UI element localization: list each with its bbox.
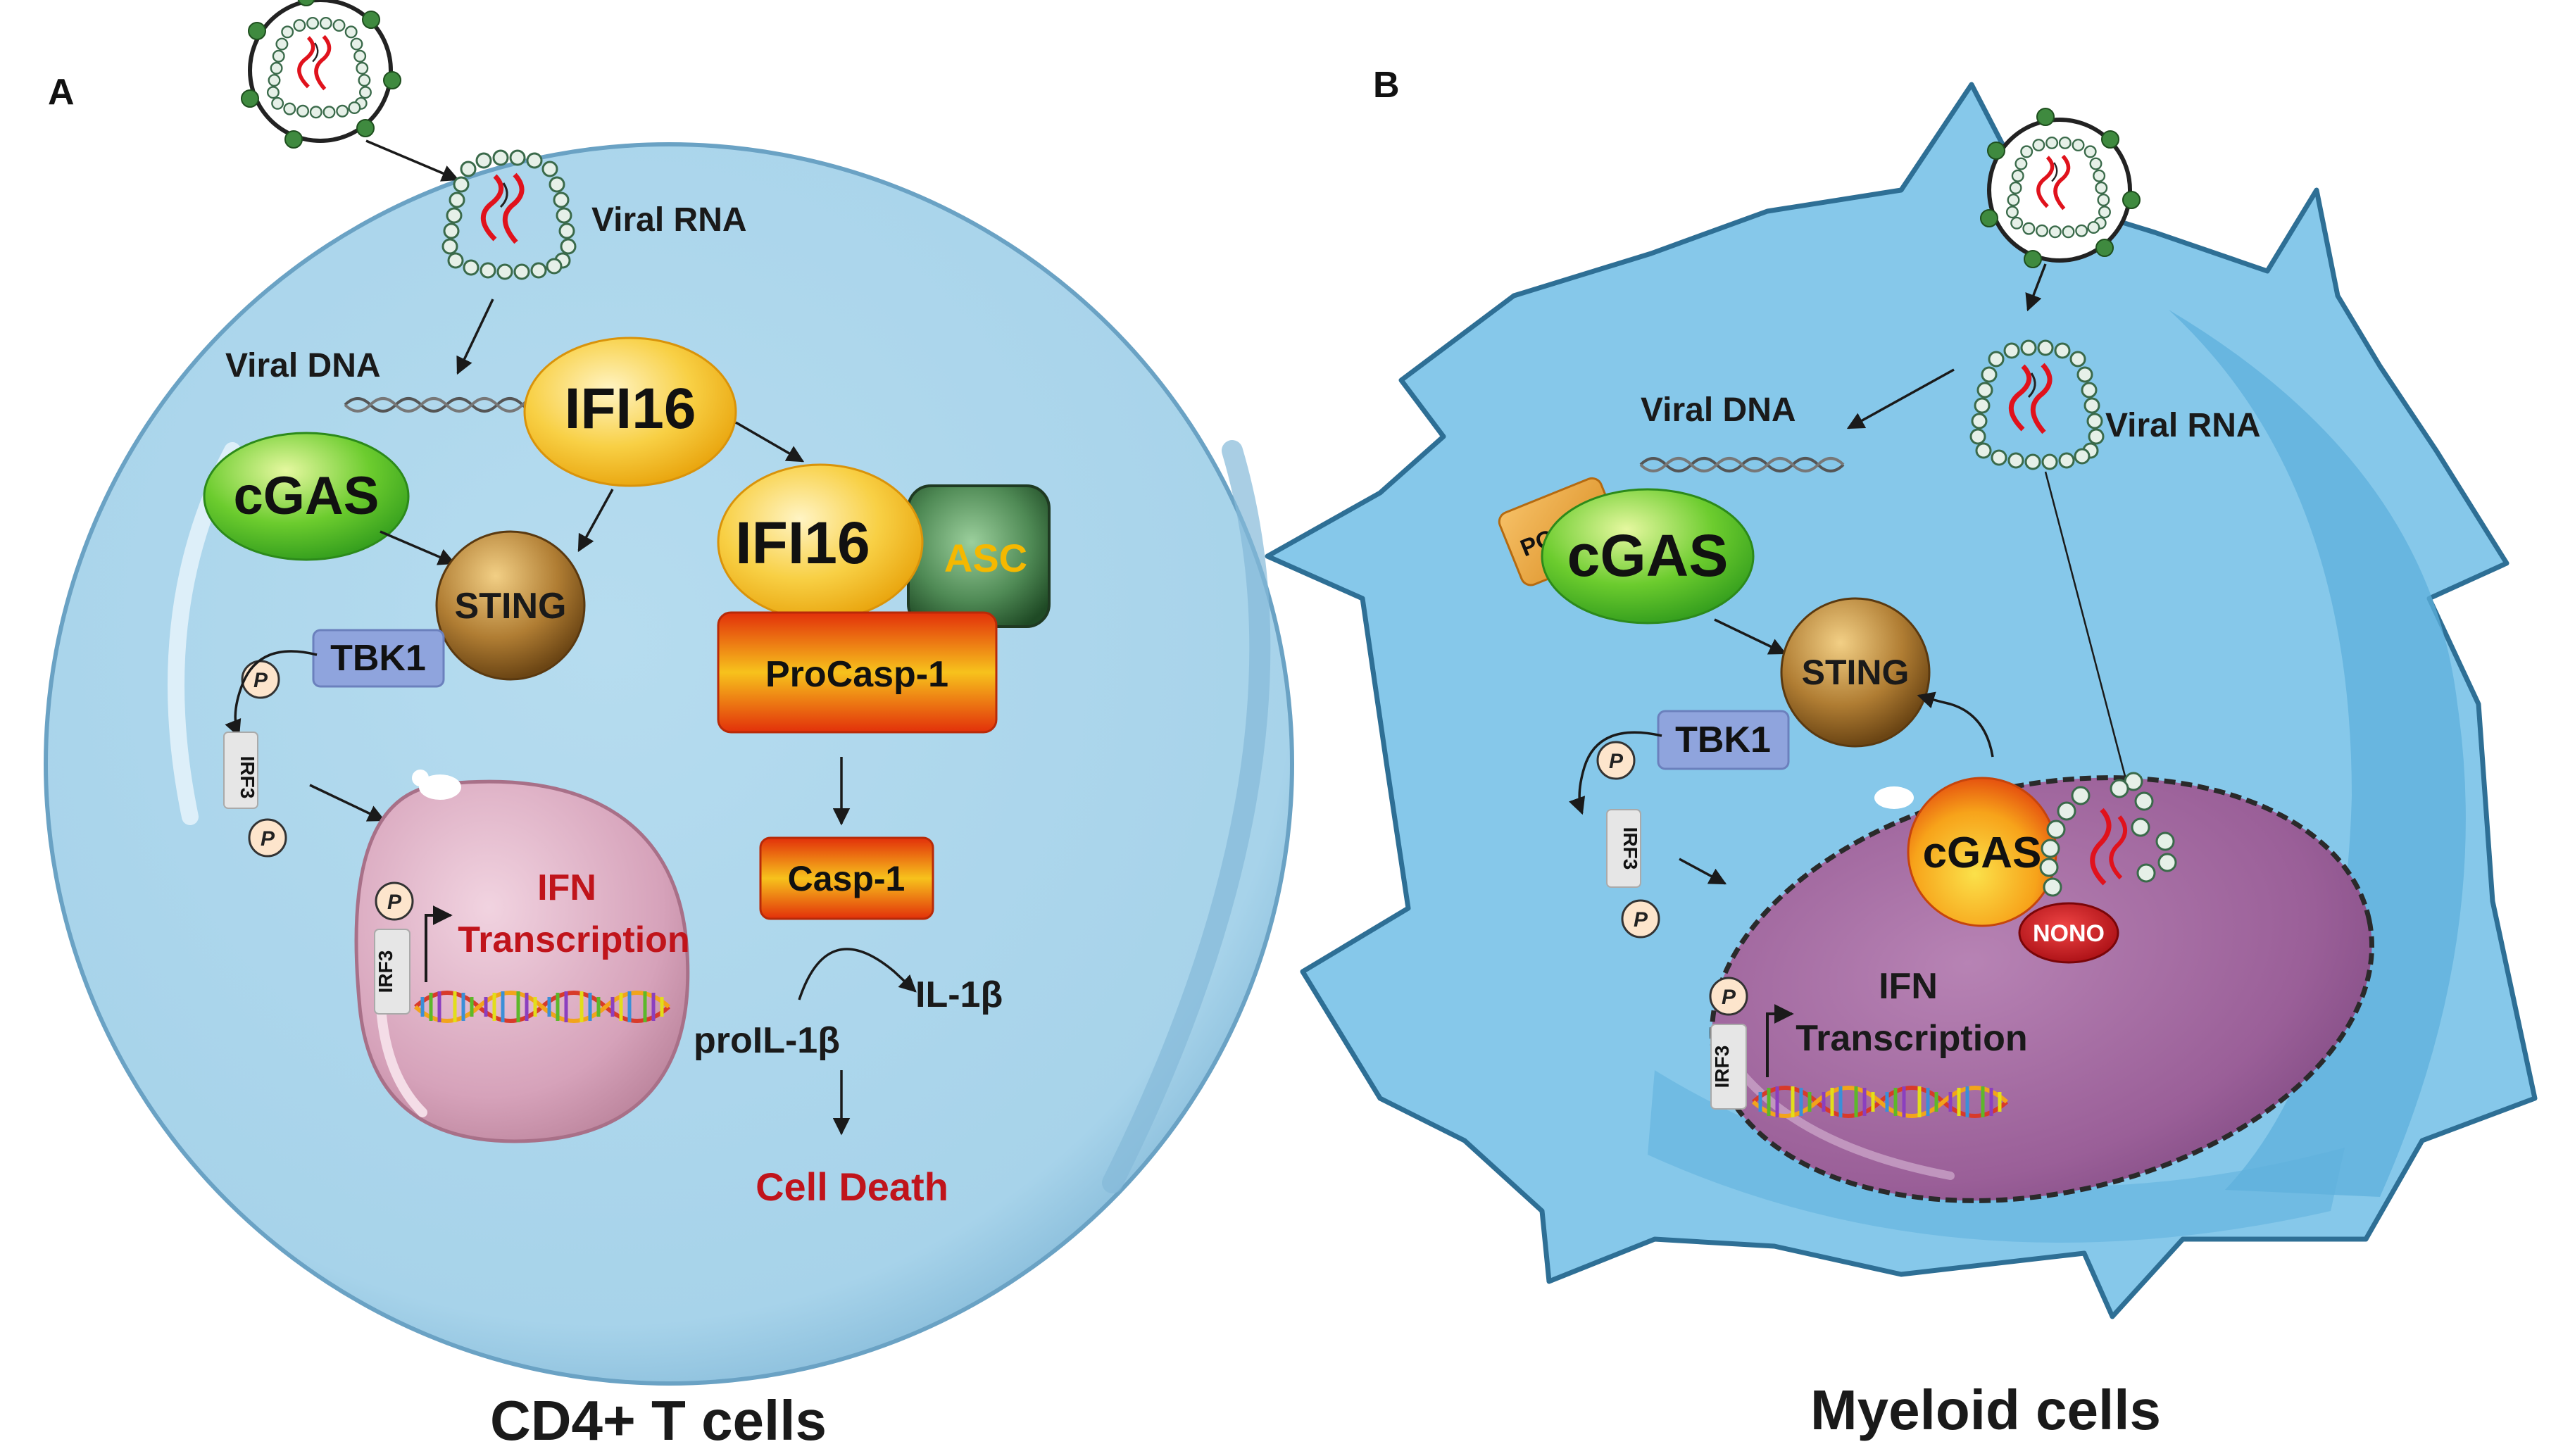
- arrow-cgas-to-sting-b: [1714, 618, 1787, 655]
- nuclear-capsid-icon: [2039, 772, 2177, 897]
- ifi16-sensor: [523, 337, 737, 487]
- t-cell-nucleus: [354, 779, 690, 1143]
- cgas-sensor: [203, 432, 410, 561]
- label-viral-dna-b: Viral DNA: [1641, 391, 1796, 429]
- sting-b-protein: [1780, 597, 1931, 748]
- ifn-label-line1: IFN: [537, 867, 596, 908]
- panel-a: A Viral RNA Viral DNA IFI16 cGAS STING T…: [44, 0, 1294, 1452]
- nuclear-rna-icon: [2090, 808, 2112, 886]
- myeloid-cell-shading2: [1648, 1070, 2345, 1243]
- irf3-b-cyto-label: IRF3: [1619, 827, 1641, 870]
- phosphate-irf3-b-label: P: [1634, 908, 1648, 931]
- nono-protein: [2018, 902, 2119, 964]
- arrow-irf3-to-nucleus: [309, 784, 386, 822]
- sting-label: STING: [455, 586, 567, 627]
- arrow-nuc-cgas-to-sting: [1917, 691, 1994, 758]
- phosphate-nuc-label: P: [387, 891, 402, 914]
- arrow-tbk1-phosphorylation-b: [1569, 731, 1662, 815]
- irf3-b-cyto-box: [1606, 809, 1641, 888]
- panel-b-letter: B: [1373, 65, 1400, 106]
- arrow-virion-to-capsid-b: [2025, 263, 2047, 312]
- label-viral-dna: Viral DNA: [225, 347, 381, 384]
- nuclear-rna-icon-2: [2109, 815, 2127, 880]
- label-viral-rna-b: Viral RNA: [2105, 407, 2261, 444]
- proil1b-label: proIL-1β: [694, 1020, 840, 1061]
- cgas-sensor-label: cGAS: [234, 466, 380, 526]
- ifn-b-label-line1: IFN: [1879, 966, 1938, 1007]
- il1b-label: IL-1β: [915, 974, 1003, 1015]
- sting-b-label: STING: [1802, 653, 1910, 692]
- arrow-tbk1-phosphorylation: [225, 650, 318, 738]
- ifn-label-line2: Transcription: [458, 920, 689, 960]
- cell-death-label: Cell Death: [756, 1165, 948, 1209]
- irf3-nuc-box: [374, 929, 411, 1015]
- tbk1-label: TBK1: [330, 638, 426, 679]
- procasp1-box: [717, 611, 998, 734]
- panel-b: B Viral RNA Viral DNA PQBP1 cGAS STING T…: [1265, 65, 2538, 1441]
- panel-a-letter: A: [48, 72, 75, 113]
- asc-label: ASC: [944, 536, 1027, 580]
- phosphate-irf3-label: P: [261, 827, 275, 851]
- arrow-irf3-to-nucleus-b: [1679, 858, 1727, 885]
- casp1-label: Casp-1: [788, 859, 905, 898]
- procasp1-label: ProCasp-1: [765, 654, 948, 695]
- t-cell-rim: [1102, 440, 1271, 1193]
- transcription-start-arrow-b: [1766, 1004, 1794, 1077]
- nono-label: NONO: [2033, 920, 2105, 947]
- irf3-cyto-label: IRF3: [237, 756, 258, 799]
- myeloid-cell-shading: [2169, 310, 2466, 1197]
- ifn-b-label-line2: Transcription: [1796, 1018, 2027, 1059]
- arrow-capsid-to-dna-b: [1846, 368, 1955, 429]
- arrow-cgas-to-sting: [380, 530, 456, 565]
- sting-protein: [435, 530, 586, 681]
- ifi16-inflammasome-label: IFI16: [735, 510, 870, 576]
- panel-b-caption: Myeloid cells: [1810, 1379, 2161, 1441]
- phosphate-tbk1-label: P: [253, 669, 268, 692]
- cgas-b-label: cGAS: [1567, 522, 1729, 589]
- phosphate-nuc-b-label: P: [1722, 986, 1736, 1009]
- irf3-b-nuc-box: [1710, 1024, 1747, 1110]
- arrow-virion-to-capsid: [365, 139, 460, 182]
- cgas-b-sensor: [1541, 488, 1755, 625]
- nuclear-pore-small: [412, 770, 429, 786]
- irf3-nuc-label: IRF3: [375, 950, 396, 993]
- cgas-nuc-label: cGAS: [1923, 829, 2042, 877]
- nuclear-pore-b: [1874, 786, 1914, 809]
- myeloid-nucleus-highlight: [1735, 1066, 1955, 1180]
- arrow-ifi16-to-inflammasome: [735, 421, 805, 463]
- arrow-cleavage: [798, 948, 917, 1000]
- connector-rna-to-nucleus: [2044, 471, 2128, 782]
- transcription-start-arrow: [425, 905, 453, 982]
- tbk1-b-label: TBK1: [1675, 720, 1771, 760]
- panel-a-caption: CD4+ T cells: [490, 1389, 827, 1452]
- virion-icon: [242, 0, 401, 148]
- label-viral-rna: Viral RNA: [591, 201, 747, 239]
- arrow-ifi16-to-sting: [577, 489, 614, 553]
- irf3-cyto-box: [223, 732, 258, 809]
- ifi16-sensor-label: IFI16: [565, 377, 696, 441]
- arrow-capsid-to-dna: [456, 299, 494, 375]
- nuclear-pore-large: [419, 774, 461, 800]
- tbk1-b-box: [1657, 710, 1790, 770]
- tbk1-box: [312, 629, 445, 688]
- irf3-b-nuc-label: IRF3: [1711, 1046, 1733, 1088]
- phosphate-tbk1-b-label: P: [1609, 750, 1624, 773]
- casp1-box: [759, 836, 934, 920]
